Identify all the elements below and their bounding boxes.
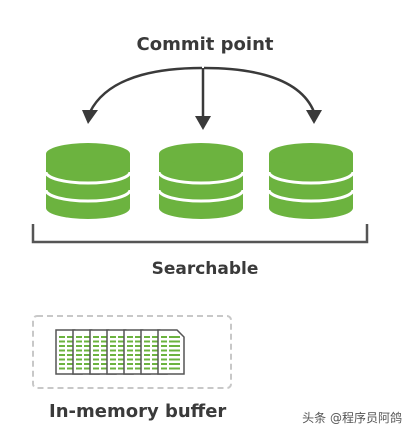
in-memory-buffer-label: In-memory buffer [49, 401, 227, 422]
segment-disk-icon [267, 143, 355, 219]
document-page-icon [157, 329, 185, 375]
arrowhead-right [306, 110, 322, 124]
arrow-left [88, 66, 203, 113]
segment-disk-icon [157, 143, 245, 219]
searchable-label: Searchable [151, 259, 259, 279]
segments-group [44, 143, 355, 219]
buffer-box [32, 315, 232, 389]
commit-arrows [82, 66, 322, 130]
arrowhead-left [82, 110, 98, 124]
searchable-bracket [31, 224, 369, 244]
commit-point-label: Commit point [136, 34, 274, 55]
buffer-documents [55, 329, 185, 375]
watermark: 头条 @程序员阿鸽 [302, 411, 402, 425]
arrowhead-center [195, 116, 211, 130]
segment-disk-icon [44, 143, 132, 219]
arrow-right [203, 66, 316, 113]
